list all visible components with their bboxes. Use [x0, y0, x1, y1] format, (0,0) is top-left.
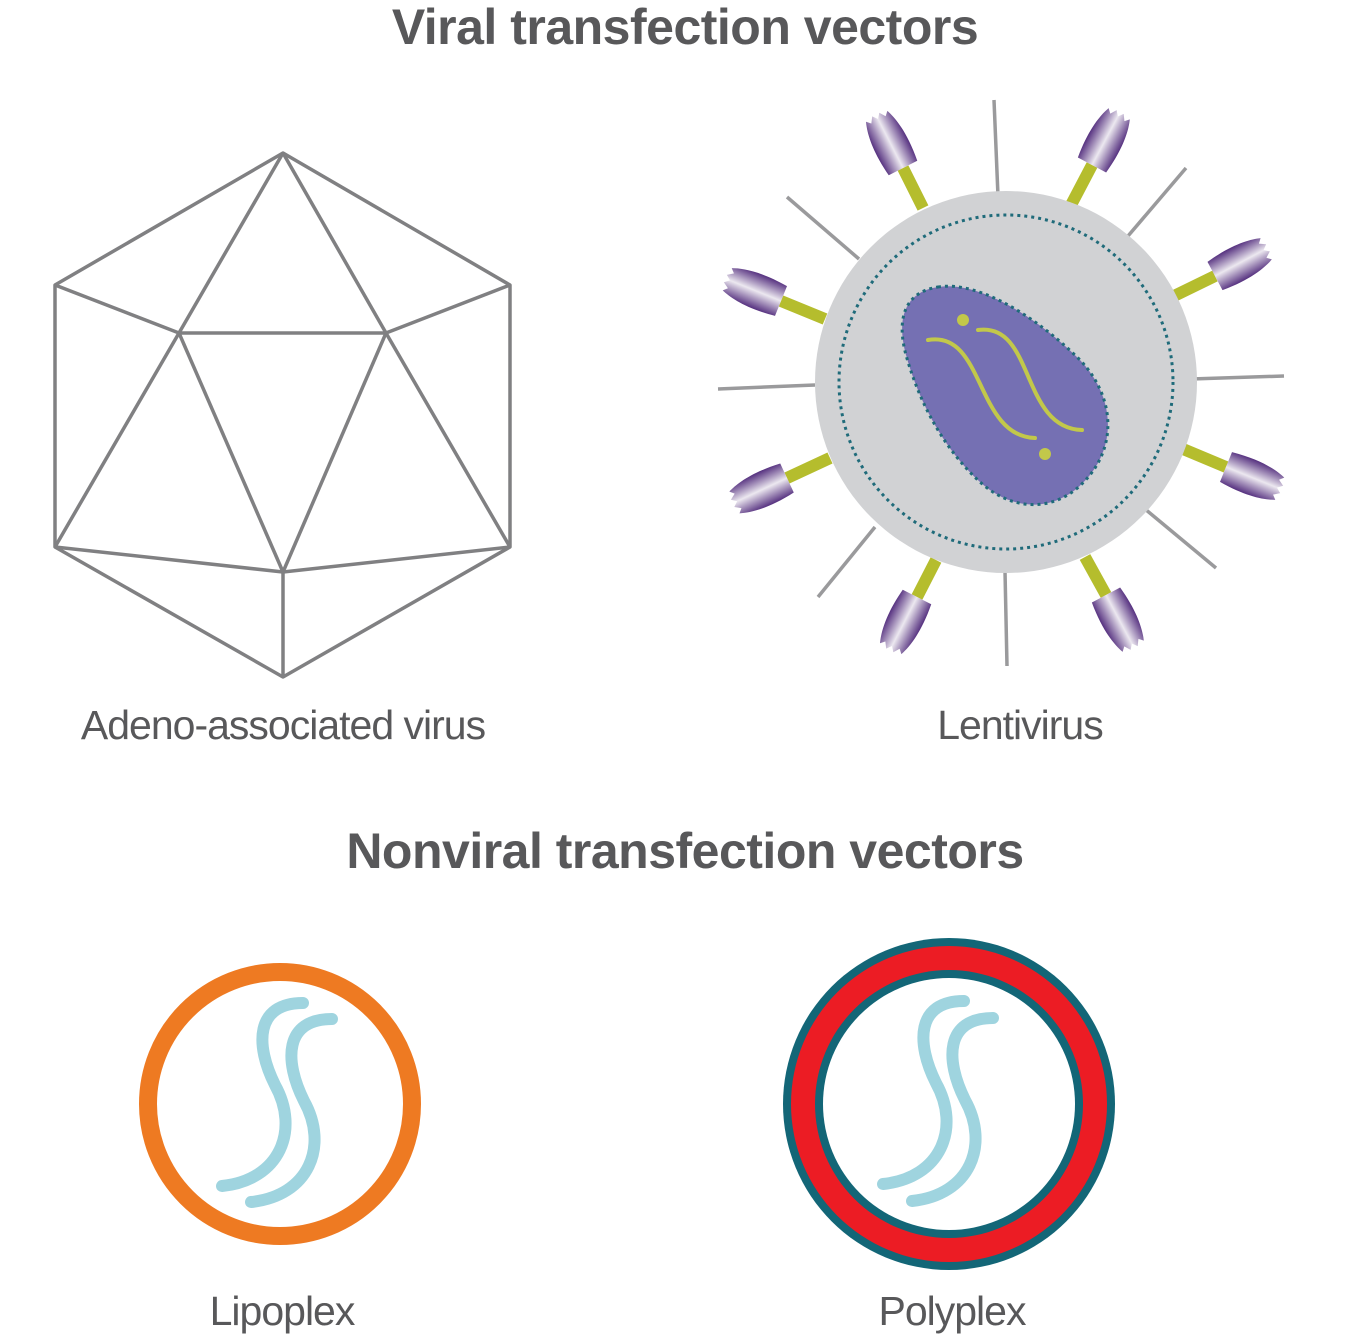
lentivirus	[717, 99, 1285, 667]
lentivirus-matrix	[837, 213, 1175, 551]
lentivirus-glycoprotein-stalks	[778, 162, 1229, 600]
lentivirus-rna-end	[1039, 448, 1051, 460]
aav-label: Adeno-associated virus	[80, 702, 486, 748]
lentivirus-glycoprotein-heads	[722, 108, 1285, 655]
lentivirus-spikes	[717, 99, 1285, 667]
lentivirus-rna	[926, 327, 1084, 440]
viral-vectors-title: Viral transfection vectors	[391, 0, 979, 55]
polyplex-nucleic-acid	[877, 995, 999, 1207]
lipoplex-label: Lipoplex	[209, 1288, 356, 1334]
lentivirus-rna-end	[957, 314, 969, 326]
polyplex-label: Polyplex	[878, 1288, 1027, 1334]
lentivirus-capsid	[900, 284, 1110, 506]
lipoplex-nucleic-acid	[216, 997, 338, 1208]
lipoplex	[139, 963, 421, 1245]
nonviral-vectors-title: Nonviral transfection vectors	[346, 823, 1024, 879]
polyplex	[783, 938, 1115, 1270]
lipoplex-lipid-ring	[139, 963, 421, 1245]
lentivirus-label: Lentivirus	[937, 702, 1103, 748]
aav-icosahedron	[53, 151, 512, 679]
